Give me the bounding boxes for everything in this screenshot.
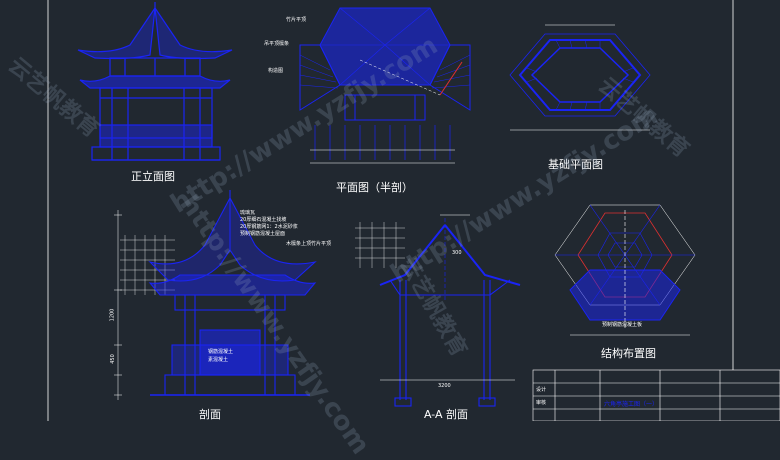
sheet-border [47, 0, 734, 421]
note-layer-3: 20厚钢筋网1：2水泥砂浆 [240, 224, 298, 230]
note-layer-1: 琉璃瓦 [240, 210, 256, 216]
note-plinth: 素混凝土 [208, 357, 229, 363]
dim-3200: 3200 [438, 383, 451, 389]
structure-layout-title: 结构布置图 [601, 347, 656, 360]
front-elevation-drawing [77, 2, 233, 161]
note-frame: 构造图 [268, 68, 284, 74]
note-hanging-ceiling: 吊平顶檩条 [264, 41, 290, 47]
section-aa-title: A-A 剖面 [424, 408, 469, 421]
plan-half-section-drawing [299, 7, 471, 164]
front-elevation-title: 正立面图 [131, 170, 175, 183]
foundation-plan-title: 基础平面图 [548, 158, 603, 171]
foundation-plan-drawing [509, 24, 651, 131]
section-drawing [114, 190, 317, 400]
section-aa-drawing [355, 214, 521, 407]
note-layer-2: 20厚细石混凝土找坡 [240, 217, 287, 223]
note-bamboo-roof: 竹片平顶 [286, 17, 307, 23]
note-floor: 钢筋混凝土 [208, 349, 234, 355]
plan-half-section-title: 平面图（半剖） [336, 181, 413, 194]
title-block-project: 六角亭施工图（一） [604, 401, 659, 408]
title-block-designer: 设计 [536, 387, 547, 393]
dim-1200: 1200 [109, 308, 116, 322]
note-eave: 木檩条上顶竹片平顶 [286, 241, 332, 247]
dim-450: 450 [109, 354, 116, 364]
section-title: 剖面 [199, 408, 221, 421]
title-block [532, 369, 780, 421]
dim-300: 300 [452, 250, 462, 256]
title-block-checker: 审核 [536, 400, 547, 406]
cad-drawing-canvas [47, 0, 780, 421]
structure-layout-drawing [554, 204, 696, 336]
note-layer-4: 预制钢筋混凝土屋面 [240, 231, 286, 237]
note-structure: 预制钢筋混凝土板 [602, 322, 643, 328]
